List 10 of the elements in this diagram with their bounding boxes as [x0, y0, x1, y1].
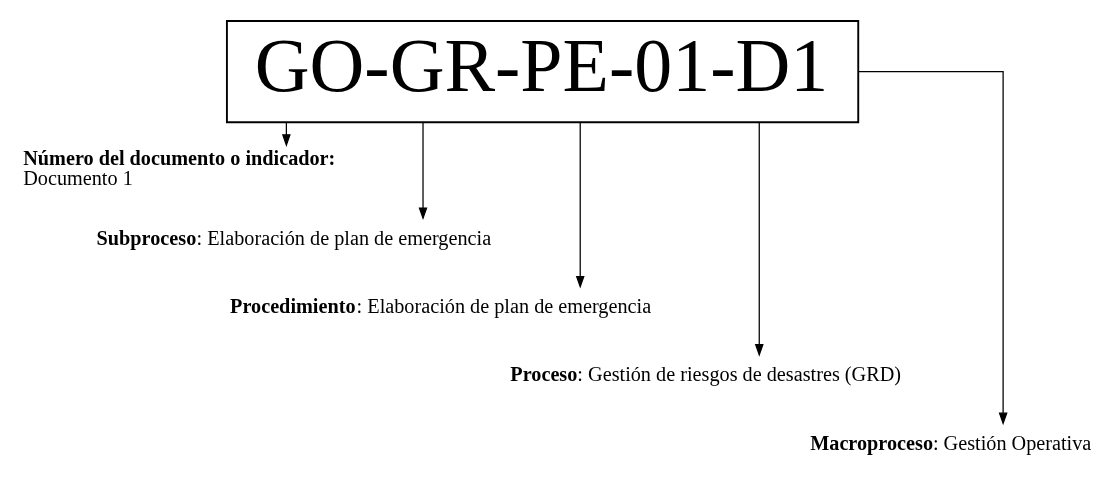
arrow — [418, 121, 428, 221]
node-box: GO-GR-PE-01-D1 — [225, 20, 860, 124]
node-text: Procedimiento: Elaboración de plan de emergencia — [230, 295, 652, 318]
node-text: Macroproceso: Gestión Operativa — [810, 431, 1092, 454]
node-text: Subproceso: Elaboración de plan de emergencia — [96, 226, 492, 249]
node-text: Proceso: Gestión de riesgos de desastres (GRD) — [510, 363, 902, 386]
arrow — [858, 71, 1008, 426]
arrow — [754, 121, 764, 357]
node-text: Número del documento o indicador: Documento 1 — [23, 147, 336, 190]
arrow — [575, 122, 585, 289]
